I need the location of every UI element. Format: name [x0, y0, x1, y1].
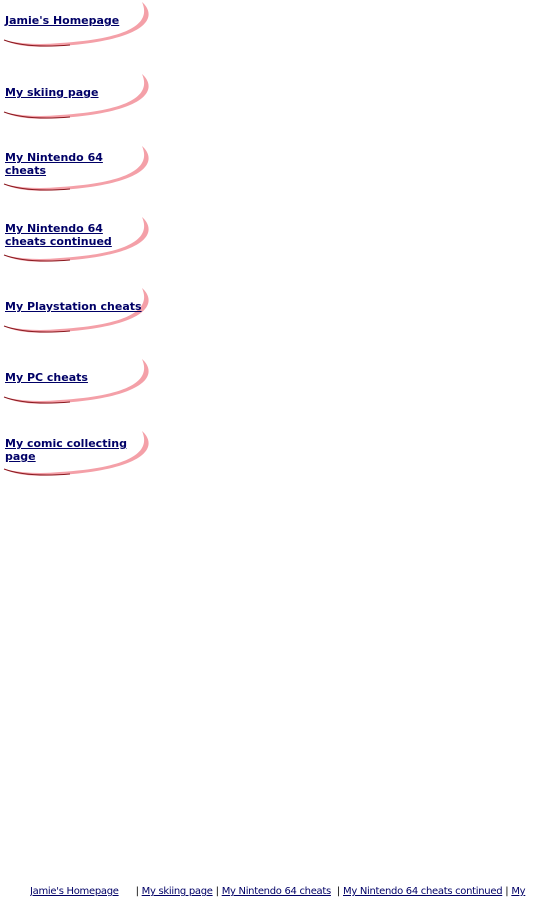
footer-separator: | — [215, 886, 219, 897]
footer-separator: | — [135, 886, 139, 897]
nav-item-n64-cheats-continued[interactable]: My Nintendo 64 cheats continued — [0, 215, 158, 267]
swoosh-graphic — [3, 146, 149, 191]
nav-link-homepage[interactable]: Jamie's Homepage — [5, 14, 120, 27]
footer-link-more[interactable]: My — [511, 886, 526, 897]
nav-link-playstation-cheats[interactable]: My Playstation cheats — [5, 300, 142, 313]
swoosh-graphic — [3, 74, 149, 119]
nav-link-comic-collecting[interactable]: My comic collecting page — [5, 437, 127, 463]
nav-item-pc-cheats[interactable]: My PC cheats — [0, 357, 158, 409]
footer-link-n64-cheats[interactable]: My Nintendo 64 cheats — [221, 886, 332, 897]
swoosh-graphic — [3, 431, 149, 476]
footer-separator: | — [505, 886, 509, 897]
nav-link-n64-cheats-continued[interactable]: My Nintendo 64 cheats continued — [5, 222, 112, 248]
swoosh-graphic — [3, 359, 149, 404]
footer-link-homepage[interactable]: Jamie's Homepage — [30, 886, 119, 897]
nav-link-n64-cheats[interactable]: My Nintendo 64 cheats — [5, 151, 103, 177]
nav-link-skiing[interactable]: My skiing page — [5, 86, 99, 99]
nav-item-playstation-cheats[interactable]: My Playstation cheats — [0, 286, 158, 338]
swoosh-graphic — [3, 288, 149, 333]
footer-separator: | — [336, 886, 340, 897]
footer-link-skiing[interactable]: My skiing page — [141, 886, 213, 897]
footer-link-n64-cheats-continued[interactable]: My Nintendo 64 cheats continued — [343, 886, 503, 897]
nav-item-comic-collecting[interactable]: My comic collecting page — [0, 429, 158, 481]
swoosh-graphic — [3, 217, 149, 262]
nav-item-n64-cheats[interactable]: My Nintendo 64 cheats — [0, 144, 158, 196]
nav-item-skiing[interactable]: My skiing page — [0, 72, 158, 124]
swoosh-graphic — [3, 2, 149, 47]
nav-link-pc-cheats[interactable]: My PC cheats — [5, 371, 88, 384]
nav-item-homepage[interactable]: Jamie's Homepage — [0, 0, 158, 52]
footer-nav: Jamie's Homepage|My skiing page|My Ninte… — [30, 885, 557, 898]
